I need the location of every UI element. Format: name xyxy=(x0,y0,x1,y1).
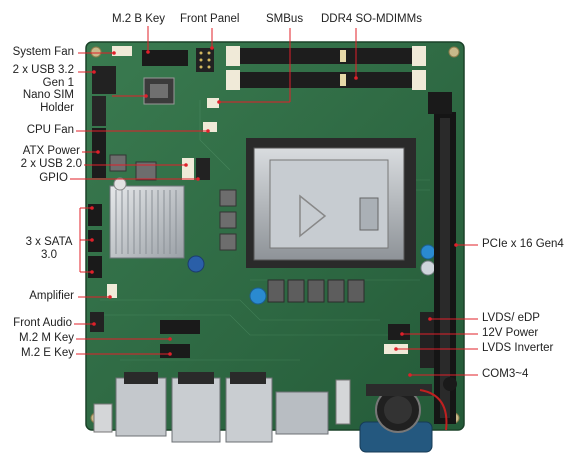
gpio-header xyxy=(196,158,210,180)
front-audio-header xyxy=(90,312,104,332)
cmos-battery xyxy=(366,384,448,433)
label-front-panel: Front Panel xyxy=(180,13,240,25)
usb20-header xyxy=(182,158,194,180)
pcie-x16-slot xyxy=(428,92,456,424)
label-ddr4: DDR4 SO-MDIMMs xyxy=(321,13,422,25)
label-smbus: SMBus xyxy=(266,13,304,25)
cpu-fan-header xyxy=(203,122,217,132)
ddr4-slots xyxy=(226,46,426,90)
label-usb32-line1: 2 x USB 3.2 xyxy=(12,64,74,76)
system-fan-header xyxy=(112,46,132,56)
chipset-heatsink xyxy=(109,185,185,259)
usb32-header xyxy=(92,66,116,94)
12v-power xyxy=(388,324,410,340)
front-panel-header xyxy=(196,48,214,72)
label-m2-e-key: M.2 E Key xyxy=(20,347,74,359)
label-nano-sim-line2: Holder xyxy=(40,102,74,114)
label-atx-power: ATX Power xyxy=(22,145,80,157)
label-usb32: 2 x USB 3.2 Gen 1 xyxy=(13,64,74,90)
capacitors xyxy=(113,177,436,305)
label-com: COM3~4 xyxy=(482,368,529,380)
label-gpio: GPIO xyxy=(39,172,68,184)
m2-b-key-slot xyxy=(142,50,188,66)
label-cpu-fan: CPU Fan xyxy=(26,124,74,136)
label-amplifier: Amplifier xyxy=(29,290,74,302)
label-m2-b-key: M.2 B Key xyxy=(112,13,166,25)
label-sata-line2: 3.0 xyxy=(41,249,57,261)
label-m2-m-key: M.2 M Key xyxy=(19,332,74,344)
rear-io xyxy=(93,372,433,453)
label-lvds-edp: LVDS/ eDP xyxy=(482,312,540,324)
label-pcie: PCIe x 16 Gen4 xyxy=(482,238,564,250)
label-nano-sim: Nano SIM Holder xyxy=(23,89,74,115)
label-sata: 3 x SATA 3.0 xyxy=(22,236,76,262)
sata-ports xyxy=(88,204,102,278)
label-usb20: 2 x USB 2.0 xyxy=(20,158,82,170)
amplifier-header xyxy=(107,284,117,298)
inductors xyxy=(109,154,237,251)
label-12v-power: 12V Power xyxy=(482,327,539,339)
m2-m-key-slot xyxy=(160,320,200,334)
m2-e-key-slot xyxy=(160,344,190,358)
lvds-edp-connector xyxy=(420,312,434,368)
label-sata-line1: 3 x SATA xyxy=(25,236,73,248)
label-lvds-inverter: LVDS Inverter xyxy=(482,342,554,354)
label-nano-sim-line1: Nano SIM xyxy=(22,89,74,101)
cpu-socket xyxy=(246,138,416,268)
label-usb32-line2: Gen 1 xyxy=(42,77,74,89)
vrm-coils xyxy=(267,279,365,303)
pcb-traces xyxy=(100,100,430,361)
label-system-fan: System Fan xyxy=(12,46,74,58)
label-front-audio: Front Audio xyxy=(13,317,72,329)
leader-dots xyxy=(90,46,458,377)
smbus-header xyxy=(207,98,219,108)
leader-lines xyxy=(70,26,478,376)
